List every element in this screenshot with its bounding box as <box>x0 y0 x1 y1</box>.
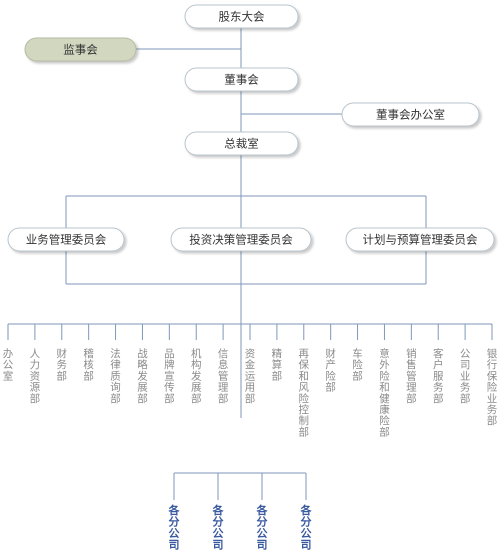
department-label: 销售管理部 <box>406 347 417 405</box>
department-label: 稽核部 <box>83 347 94 382</box>
subsidiary-label: 各分公司 <box>300 503 313 552</box>
subsidiary-label: 各分公司 <box>256 503 269 552</box>
node-committee-investment-label: 投资决策管理委员会 <box>189 233 293 247</box>
node-supervisors-label: 监事会 <box>63 43 98 57</box>
department-label: 再保和风险控制部 <box>299 348 310 438</box>
department-label: 车险部 <box>352 347 363 382</box>
node-board-label: 董事会 <box>224 73 259 87</box>
node-board-office: 董事会办公室 <box>341 102 480 127</box>
department-label: 财产险部 <box>325 347 336 394</box>
department-label: 品牌宣传部 <box>164 348 175 405</box>
department-label: 客户服务部 <box>433 347 444 405</box>
department-label: 信息管理部 <box>218 348 229 405</box>
department-label: 银行保险业务部 <box>487 347 498 427</box>
department-label: 精算部 <box>272 347 283 382</box>
node-supervisors: 监事会 <box>24 37 137 62</box>
department-label: 机构发展部 <box>191 347 202 405</box>
node-shareholders: 股东大会 <box>184 4 299 29</box>
department-label: 意外险和健康险部 <box>379 347 390 438</box>
node-committee-planning: 计划与预算管理委员会 <box>345 227 495 252</box>
node-committee-business-label: 业务管理委员会 <box>26 233 107 247</box>
department-label: 人力资源部 <box>30 348 41 405</box>
department-label: 公司业务部 <box>460 348 471 405</box>
node-committee-planning-label: 计划与预算管理委员会 <box>363 233 478 247</box>
department-label: 战略发展部 <box>137 348 148 405</box>
department-label: 资金运用部 <box>245 348 256 405</box>
subsidiaries: 各分公司 各分公司 各分公司 各分公司 <box>168 503 313 552</box>
subsidiary-label: 各分公司 <box>168 503 181 552</box>
node-shareholders-label: 股东大会 <box>219 10 265 24</box>
department-label: 法律质询部 <box>110 347 121 405</box>
node-committee-investment: 投资决策管理委员会 <box>170 227 312 252</box>
dept-ticks <box>7 324 493 340</box>
department-label: 财务部 <box>57 347 68 382</box>
node-board-office-label: 董事会办公室 <box>376 108 445 122</box>
node-committee-business: 业务管理委员会 <box>7 227 125 252</box>
node-president-office-label: 总裁室 <box>224 137 259 151</box>
subsidiary-label: 各分公司 <box>212 503 225 552</box>
departments: 办公室 人力资源部 财务部 稽核部 法律质询部 战略发展部 品牌宣传部 机构发展部 信息管理部 资… <box>3 347 498 438</box>
node-president-office: 总裁室 <box>184 131 299 156</box>
connectors <box>7 28 493 500</box>
sub-ticks <box>173 473 307 500</box>
node-board: 董事会 <box>184 67 299 92</box>
department-label: 办公室 <box>3 347 14 382</box>
